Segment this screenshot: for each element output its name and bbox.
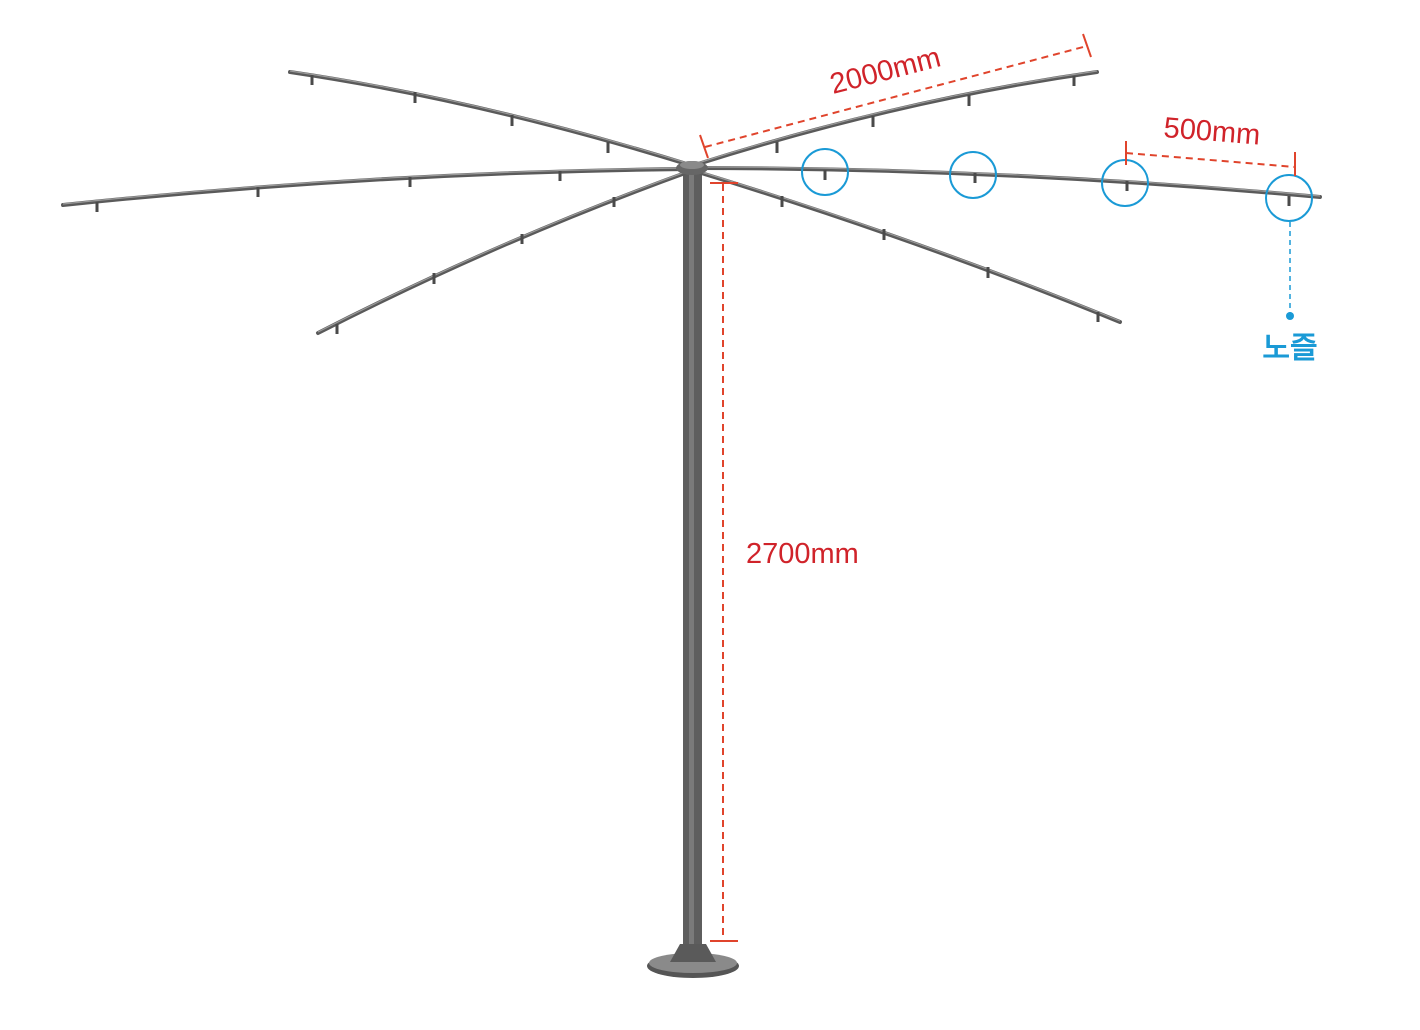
- arm-length-dimension: 2000mm: [699, 33, 1092, 159]
- nozzle-label: 노즐: [1262, 331, 1317, 366]
- pole-height-dimension: 2700mm: [710, 182, 859, 942]
- nozzle-spacing-dimension: 500mm: [1125, 112, 1296, 176]
- arm-left: [61, 167, 690, 212]
- nozzle-circle-1: [801, 148, 849, 196]
- nozzle-highlights: [801, 148, 1313, 222]
- pole: [683, 172, 702, 957]
- arm-lower-left: [316, 170, 690, 335]
- nozzle-circle-4: [1265, 174, 1313, 222]
- arm-upper-left: [288, 70, 692, 167]
- nozzle-callout: 노즐: [1262, 222, 1318, 366]
- hub: [676, 161, 708, 175]
- arm-right: [696, 166, 1322, 206]
- arm-length-label: 2000mm: [827, 42, 944, 101]
- pole-base: [647, 944, 739, 978]
- nozzle-spacing-label: 500mm: [1162, 112, 1261, 151]
- arm-lower-right: [696, 170, 1122, 324]
- arm-upper-right: [696, 70, 1099, 166]
- nozzle-circle-2: [949, 151, 997, 199]
- pole-height-label: 2700mm: [746, 538, 859, 570]
